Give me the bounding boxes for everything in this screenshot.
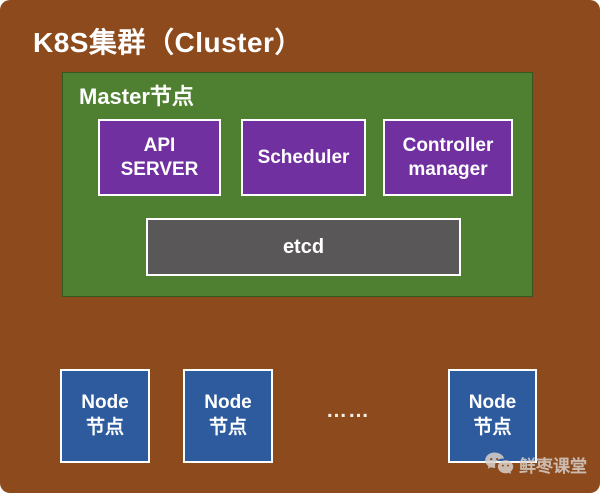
more-nodes-ellipsis: ……	[326, 399, 370, 422]
node-3-subtitle: 节点	[473, 417, 512, 438]
node-box-2: Node 节点	[183, 369, 273, 463]
node-2-title: Node	[204, 392, 252, 414]
api-server-box: API SERVER	[98, 119, 221, 196]
scheduler-box: Scheduler	[241, 119, 366, 196]
cluster-title: K8S集群（Cluster）	[33, 27, 303, 58]
node-1-subtitle: 节点	[85, 417, 124, 438]
watermark: 鲜枣课堂	[484, 451, 587, 478]
node-box-1: Node 节点	[60, 369, 150, 463]
node-box-3: Node 节点	[448, 369, 537, 463]
etcd-box: etcd	[146, 218, 461, 276]
watermark-label: 鲜枣课堂	[519, 457, 587, 476]
master-node-label: Master节点	[79, 84, 194, 109]
wechat-bubbles-icon	[485, 452, 514, 474]
node-1-title: Node	[81, 392, 129, 414]
master-node-panel: Master节点 API SERVER Scheduler Controller…	[62, 72, 533, 297]
node-2-subtitle: 节点	[208, 417, 247, 438]
controller-manager-box: Controller manager	[383, 119, 513, 196]
node-3-title: Node	[468, 392, 517, 414]
